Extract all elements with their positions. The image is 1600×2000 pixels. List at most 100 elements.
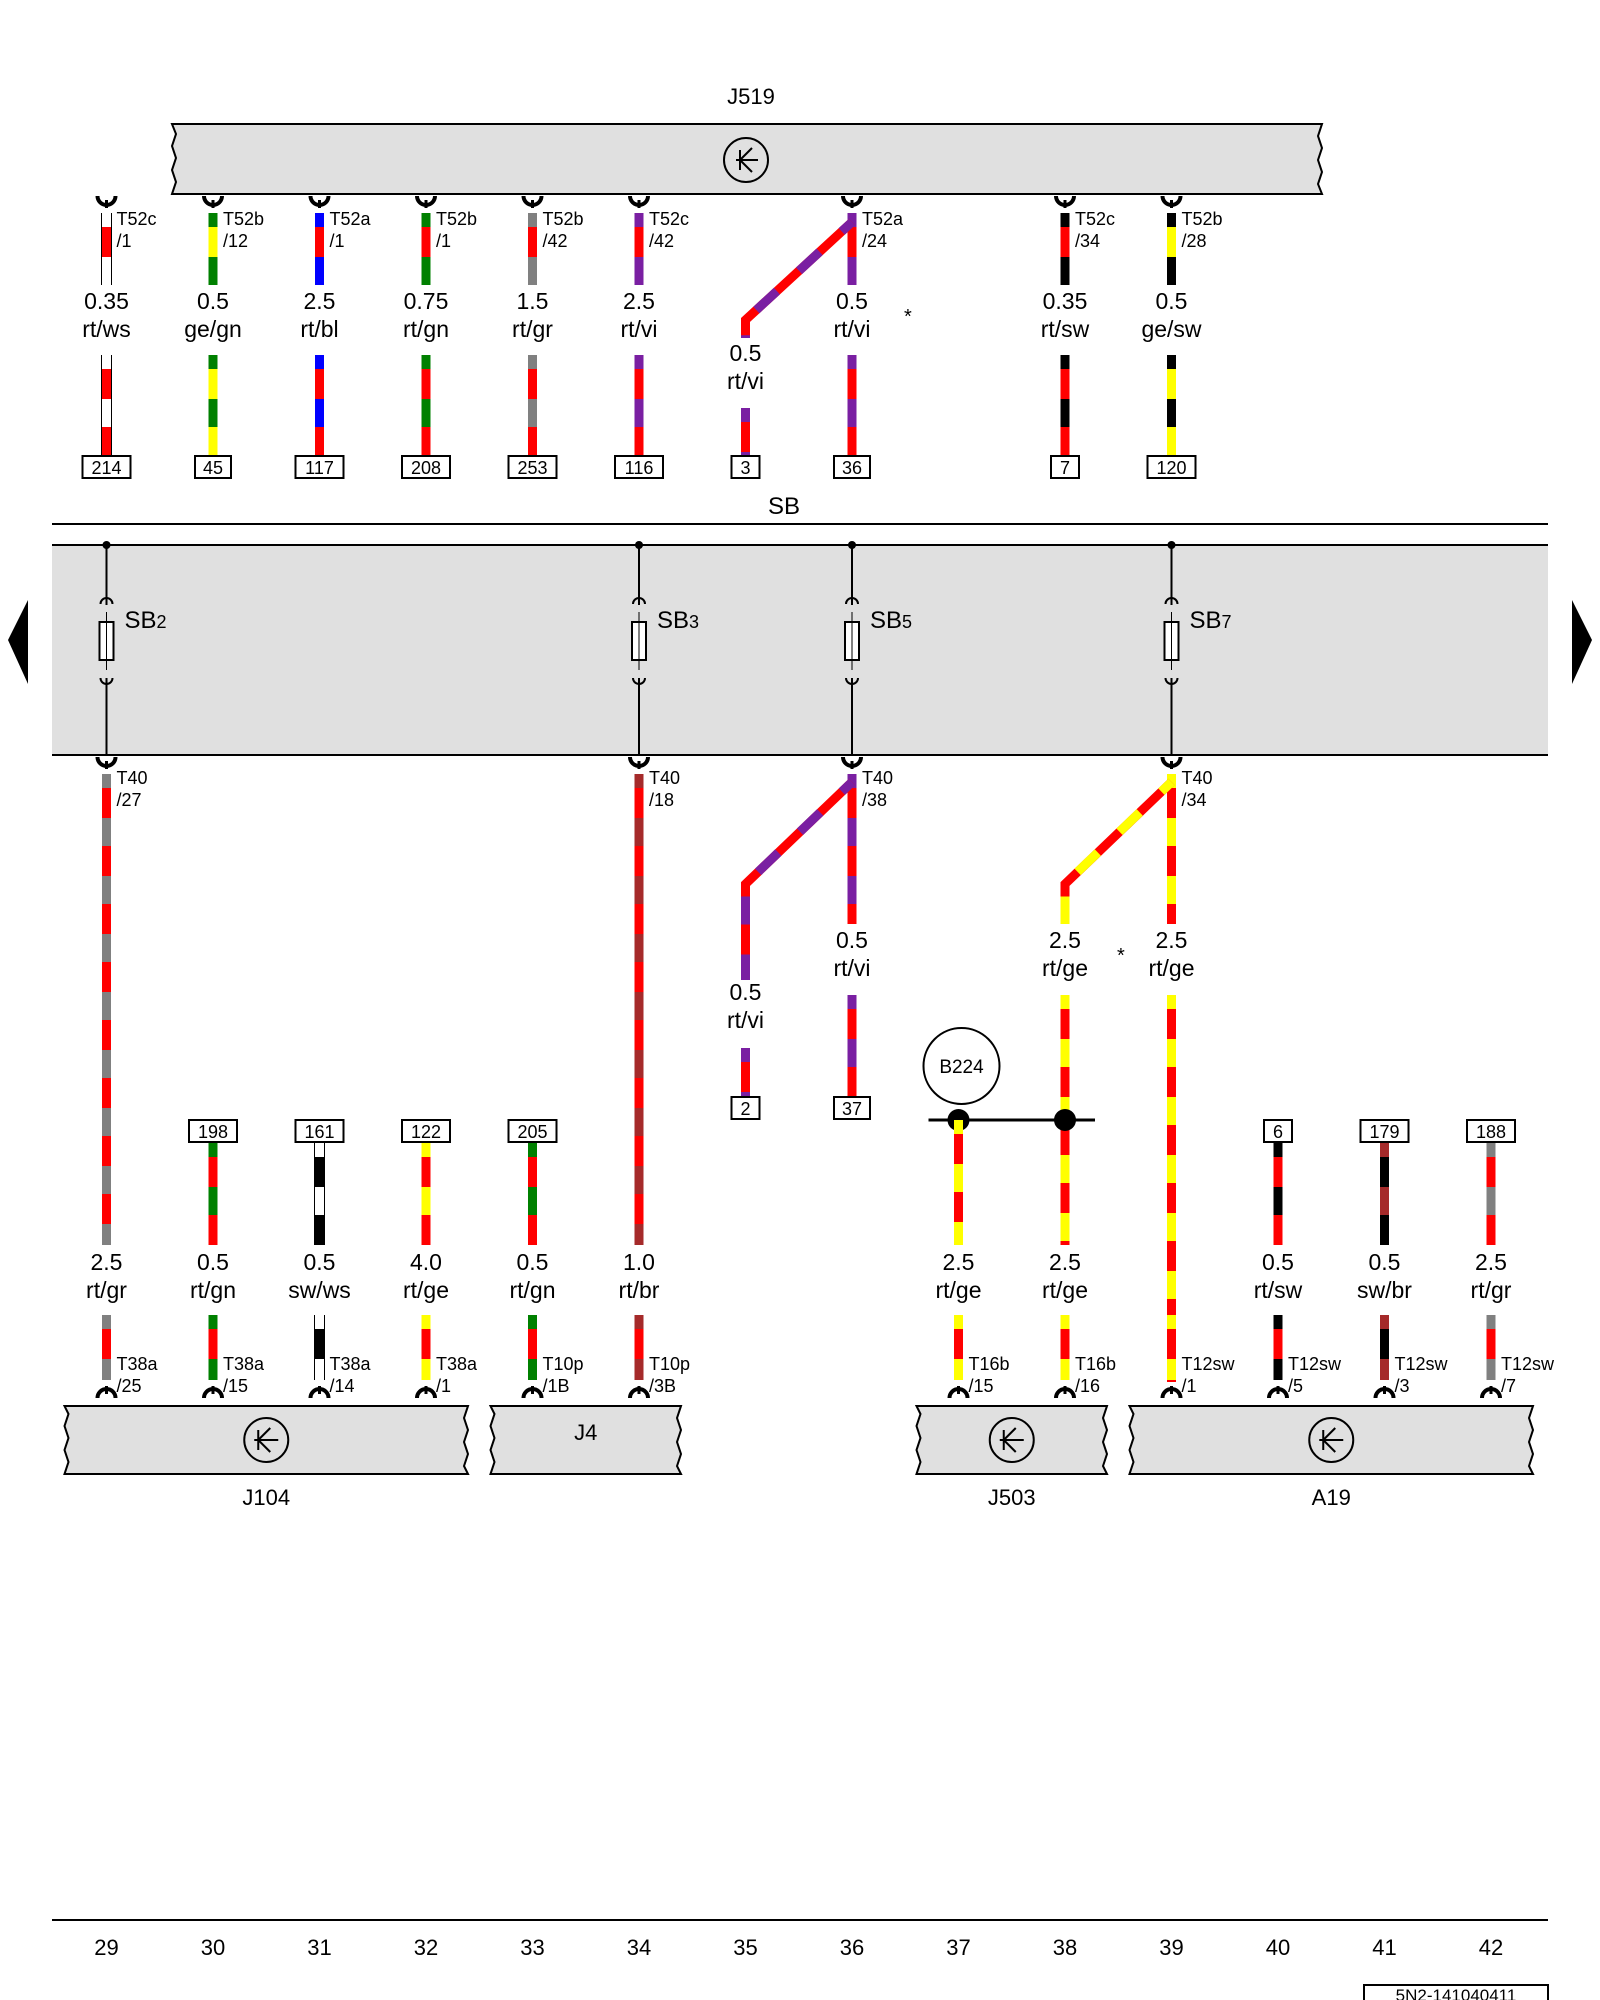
column-number: 35 [733,1935,757,1960]
top-wire-col38-size: 0.35 [1043,288,1088,314]
mid-label-col35-color: rt/vi [727,1007,764,1033]
top-wire-col36-connector [841,195,863,208]
bottom-wire-col33-ref[interactable]: 205 [507,1119,558,1143]
component-j104[interactable]: J104 [62,1405,470,1510]
bottom-wire-col32-color: rt/ge [403,1277,449,1303]
bottom-wire-col41-pin-number: /3 [1395,1376,1410,1396]
column-number: 32 [414,1935,438,1960]
component-j4[interactable]: J4 [488,1405,683,1475]
top-wire-col32-pin-number: /1 [436,231,451,251]
top-wire-col33-ref-text: 253 [517,458,547,478]
component-j503[interactable]: J503 [914,1405,1109,1510]
mid-ref-col35[interactable]: 2 [730,1096,761,1120]
top-wire-col34-ref[interactable]: 116 [614,455,664,479]
top-wire-col30-ref[interactable]: 45 [194,455,232,479]
bottom-wire-col41-size: 0.5 [1369,1249,1401,1275]
bottom-wire-col29-connector [95,1386,118,1399]
transistor-icon [988,1417,1035,1463]
top-wire-col34-ref-text: 116 [625,458,654,478]
top-wire-col29-color: rt/ws [82,316,131,342]
bottom-wire-col40-connector [1267,1386,1289,1399]
top-branch-color: rt/vi [727,368,764,394]
bottom-wire-col37-connector [947,1386,970,1399]
column-number: 34 [627,1935,651,1960]
top-wire-col30-connector [202,195,224,208]
top-wire-col33-color: rt/gr [512,316,553,342]
bottom-wire-col41-ref[interactable]: 179 [1359,1119,1410,1143]
fuse-output-col29-pin: T40 [117,768,148,788]
bottom-wire-col31-ref[interactable]: 161 [294,1119,345,1143]
top-wire-col32-connector [415,195,437,208]
top-wire-col36-ref[interactable]: 36 [833,455,871,479]
fuse-output-col34-pin: T40 [649,768,680,788]
top-wire-col39-ref-text: 120 [1156,458,1186,478]
top-wire-col39-ref[interactable]: 120 [1146,455,1197,479]
top-wire-col29-connector [95,195,118,208]
top-wire-col36-pin-number: /24 [862,231,887,251]
bottom-wire-col30-color: rt/gn [190,1277,236,1303]
component-a19-label: A19 [1312,1485,1351,1510]
mid-label-col39-color: rt/ge [1148,955,1194,981]
bottom-wire-col29-pin: T38a [117,1354,159,1374]
bottom-wire-col32-size: 4.0 [410,1249,442,1275]
top-wire-col38-ref[interactable]: 7 [1050,455,1080,479]
bottom-wire-col40-size: 0.5 [1262,1249,1294,1275]
bottom-wire-col30-ref[interactable]: 198 [188,1119,238,1143]
bottom-wire-col41-color: sw/br [1357,1277,1412,1303]
bottom-wire-col40-ref-text: 6 [1273,1122,1283,1142]
component-a19[interactable]: A19 [1127,1405,1535,1510]
component-j104-label: J104 [242,1485,290,1510]
mid-label-col38-color: rt/ge [1042,955,1088,981]
top-wire-col30-color: ge/gn [184,316,242,342]
bottom-wire-col31-size: 0.5 [304,1249,336,1275]
top-wire-col38-connector [1054,195,1076,208]
bottom-wire-col31-connector [308,1386,331,1399]
top-wire-col32-ref-text: 208 [411,458,441,478]
bottom-wire-col39-connector [1160,1386,1183,1399]
fuse-sb5: SB5 [844,541,912,755]
mid-ref-col36[interactable]: 37 [833,1096,871,1120]
bottom-wire-col40-ref[interactable]: 6 [1263,1119,1293,1143]
fuse-sb7: SB7 [1163,541,1232,755]
top-wire-col29-upper-segment [101,213,112,285]
top-wire-col31-pin: T52a [330,209,372,229]
top-wire-col34-size: 2.5 [623,288,655,314]
top-branch-ref[interactable]: 3 [730,455,761,479]
column-number: 31 [307,1935,331,1960]
fuse-sb2: SB2 [98,541,167,755]
top-wire-col39-size: 0.5 [1156,288,1188,314]
bottom-wire-col41-connector [1373,1386,1396,1399]
mid-label-col36-color: rt/vi [833,955,870,981]
bottom-wire-col41-ref-text: 179 [1369,1122,1399,1142]
fuse-output-col29-connector [95,756,118,769]
top-wire-col39-pin: T52b [1182,209,1223,229]
fuse-box-label: SB [768,493,800,520]
fuse-sb2-label: SB2 [125,607,167,634]
top-wire-col31-ref[interactable]: 117 [294,455,345,479]
arrow-left-icon[interactable] [8,600,28,684]
top-branch-ref-text: 3 [740,458,750,478]
mid-label-col35-size: 0.5 [730,979,762,1005]
j519-label: J519 [727,84,775,109]
top-wire-col33-connector [521,195,544,208]
bottom-wire-col32-ref[interactable]: 122 [401,1119,451,1143]
splice-node [1054,1109,1076,1131]
arrow-right-icon[interactable] [1572,600,1592,684]
top-wire-col31-color: rt/bl [300,316,338,342]
top-wire-col39-connector [1160,195,1183,208]
bottom-wire-col42-size: 2.5 [1475,1249,1507,1275]
top-wire-col29-pin-number: /1 [117,231,132,251]
bottom-wire-col29-color: rt/gr [86,1277,127,1303]
top-wire-col38-ref-text: 7 [1060,458,1070,478]
top-wire-col29-ref[interactable]: 214 [81,455,132,479]
bottom-wire-col32-pin: T38a [436,1354,478,1374]
bottom-wire-col42-color: rt/gr [1471,1277,1512,1303]
top-wire-col32-ref[interactable]: 208 [401,455,451,479]
top-wire-col33-size: 1.5 [517,288,549,314]
top-wire-col39-pin-number: /28 [1182,231,1207,251]
top-wire-col33-ref[interactable]: 253 [507,455,558,479]
bottom-wire-col42-ref[interactable]: 188 [1466,1119,1516,1143]
top-wire-col30-pin: T52b [223,209,264,229]
